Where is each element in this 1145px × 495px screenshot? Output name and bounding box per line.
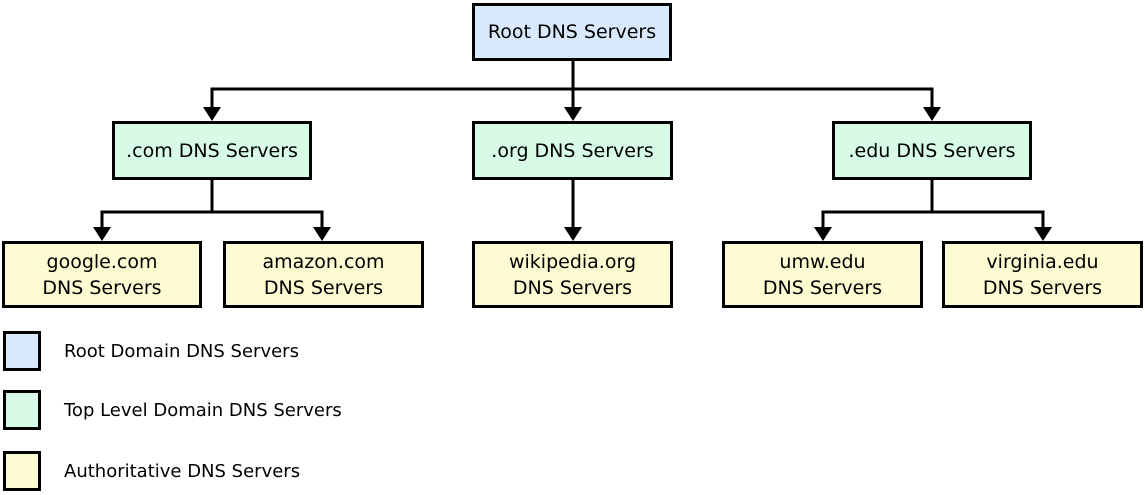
legend-swatch-authoritative [3,451,41,491]
arrowheads [93,107,1052,241]
edge-com-to-children [100,180,324,230]
node-wikipedia-dns-servers: wikipedia.org DNS Servers [472,241,673,308]
edge-edu-to-children [821,180,1045,230]
legend-row-root-domain: Root Domain DNS Servers [3,331,299,371]
legend-label-authoritative: Authoritative DNS Servers [64,460,301,482]
legend-label-root-domain: Root Domain DNS Servers [64,340,299,362]
node-org-dns-servers: .org DNS Servers [472,121,673,180]
node-google-dns-servers: google.com DNS Servers [2,241,202,308]
legend-row-top-level-domain: Top Level Domain DNS Servers [3,390,342,430]
legend-row-authoritative: Authoritative DNS Servers [3,451,300,491]
legend-swatch-root-domain [3,331,41,371]
legend-label-top-level-domain: Top Level Domain DNS Servers [64,399,342,421]
legend-swatch-top-level-domain [3,390,41,430]
node-com-dns-servers: .com DNS Servers [112,121,312,180]
node-umw-dns-servers: umw.edu DNS Servers [722,241,923,308]
node-amazon-dns-servers: amazon.com DNS Servers [223,241,424,308]
node-root-dns-servers: Root DNS Servers [472,3,672,61]
node-edu-dns-servers: .edu DNS Servers [832,121,1032,180]
edge-root-to-tlds [210,61,934,110]
node-virginia-dns-servers: virginia.edu DNS Servers [942,241,1143,308]
